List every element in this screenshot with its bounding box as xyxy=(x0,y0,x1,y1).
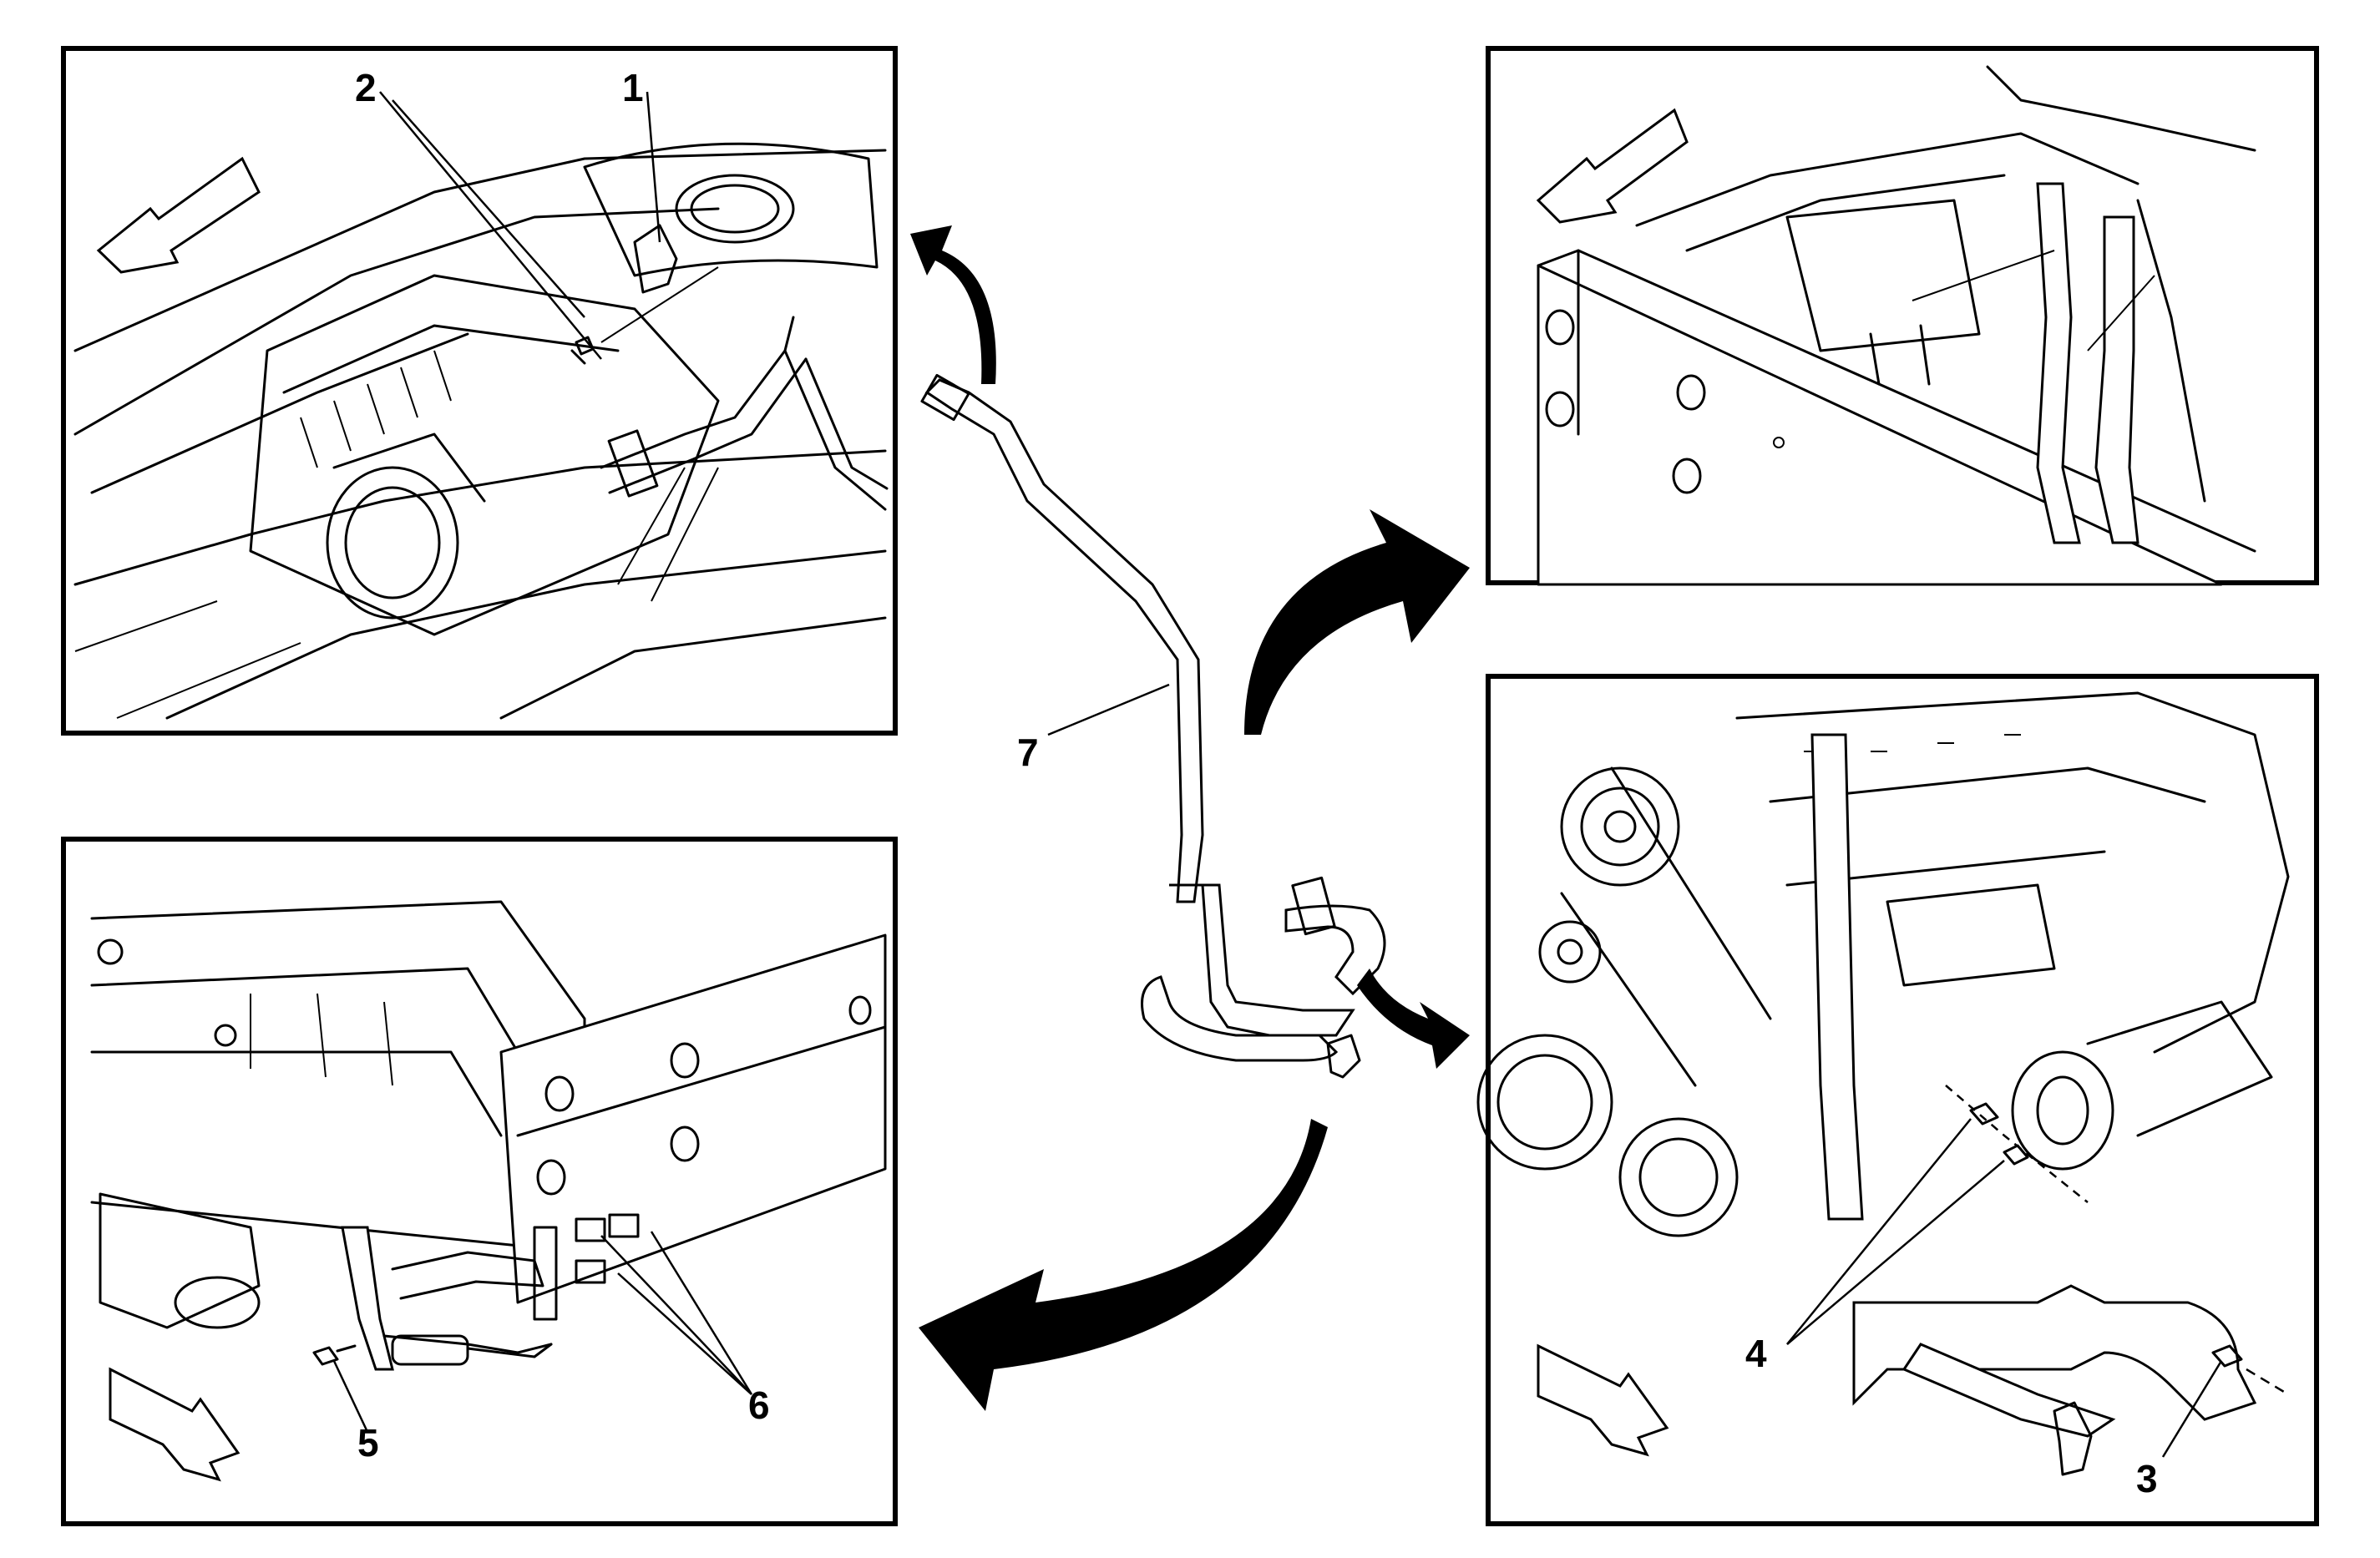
callout-5: 5 xyxy=(357,1421,379,1464)
callout-2: 2 xyxy=(355,66,377,109)
flow-arrows xyxy=(910,225,1470,1411)
callout-4: 4 xyxy=(1745,1332,1767,1375)
rear-direction-arrow-icon xyxy=(1537,1343,1669,1457)
callout-6: 6 xyxy=(748,1383,770,1427)
front-direction-arrow-icon xyxy=(96,156,261,274)
arrow-to-top-left-icon xyxy=(910,225,996,384)
panel-top-left xyxy=(61,46,898,736)
front-direction-arrow-icon xyxy=(1536,108,1689,224)
ac-hose-assembly xyxy=(920,373,1386,1079)
callout-1: 1 xyxy=(622,66,644,109)
rear-direction-arrow-icon xyxy=(109,1367,241,1482)
panel-bottom-left xyxy=(61,837,898,1526)
callout-7: 7 xyxy=(1017,731,1039,774)
panel-bottom-right xyxy=(1476,674,2319,1526)
arrow-to-top-right-icon xyxy=(1244,509,1470,735)
arrow-to-bottom-right-icon xyxy=(1357,969,1470,1069)
leader-lines xyxy=(332,91,2223,1458)
panel-top-right xyxy=(1486,46,2319,586)
arrow-to-bottom-left-icon xyxy=(919,1119,1328,1411)
callout-3: 3 xyxy=(2136,1457,2158,1500)
